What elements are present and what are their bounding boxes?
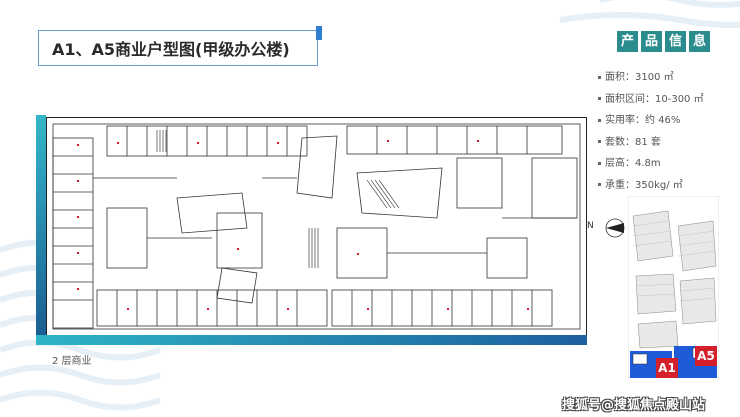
site-label-a1: A1 — [656, 358, 678, 378]
compass-north-label: N — [587, 221, 594, 231]
info-label: 套数 — [605, 136, 625, 148]
floor-caption: 2 层商业 — [52, 356, 92, 367]
info-value: 10-300 ㎡ — [655, 93, 704, 105]
floor-plan-drawing — [52, 123, 581, 330]
info-item-floor-height: 层高：4.8m — [598, 156, 704, 178]
bullet-icon — [598, 161, 601, 165]
info-label: 层高 — [605, 158, 625, 169]
heading-char: 息 — [689, 31, 710, 52]
page-title: A1、A5商业户型图(甲级办公楼) — [52, 40, 290, 59]
info-label: 面积 — [605, 72, 625, 83]
info-item-load: 承重：350kg/ ㎡ — [598, 178, 704, 200]
floor-plan — [46, 117, 587, 336]
heading-char: 产 — [617, 31, 638, 52]
compass-arrow-icon — [605, 218, 625, 238]
product-info-heading: 产 品 信 息 — [617, 31, 710, 52]
watermark: 搜狐号@搜狐焦点殿山站 — [562, 398, 706, 413]
info-label: 面积区间 — [605, 93, 645, 105]
info-label: 实用率 — [605, 115, 635, 126]
info-item-area: 面积：3100 ㎡ — [598, 70, 704, 92]
info-label: 承重 — [605, 179, 625, 191]
info-item-usage-rate: 实用率：约 46% — [598, 113, 704, 135]
info-item-units: 套数：81 套 — [598, 135, 704, 157]
info-value: 4.8m — [635, 158, 661, 169]
info-value: 81 套 — [635, 136, 661, 148]
bottom-accent-bar — [36, 335, 587, 345]
title-accent — [316, 26, 322, 40]
bullet-icon — [598, 140, 601, 143]
bullet-icon — [598, 118, 601, 122]
heading-char: 品 — [641, 31, 662, 52]
title-box — [38, 30, 318, 66]
heading-char: 信 — [665, 31, 686, 52]
bullet-icon — [598, 183, 601, 186]
site-label-a5: A5 — [695, 346, 717, 366]
info-value: 350kg/ ㎡ — [635, 179, 683, 191]
compass: N — [587, 217, 631, 239]
product-info-list: 面积：3100 ㎡ 面积区间：10-300 ㎡ 实用率：约 46% 套数：81 … — [598, 70, 704, 199]
bullet-icon — [598, 97, 601, 100]
bullet-icon — [598, 75, 601, 79]
left-accent-stripe — [36, 115, 46, 335]
info-value: 约 46% — [645, 115, 681, 126]
info-value: 3100 ㎡ — [635, 72, 674, 83]
info-item-area-range: 面积区间：10-300 ㎡ — [598, 92, 704, 114]
